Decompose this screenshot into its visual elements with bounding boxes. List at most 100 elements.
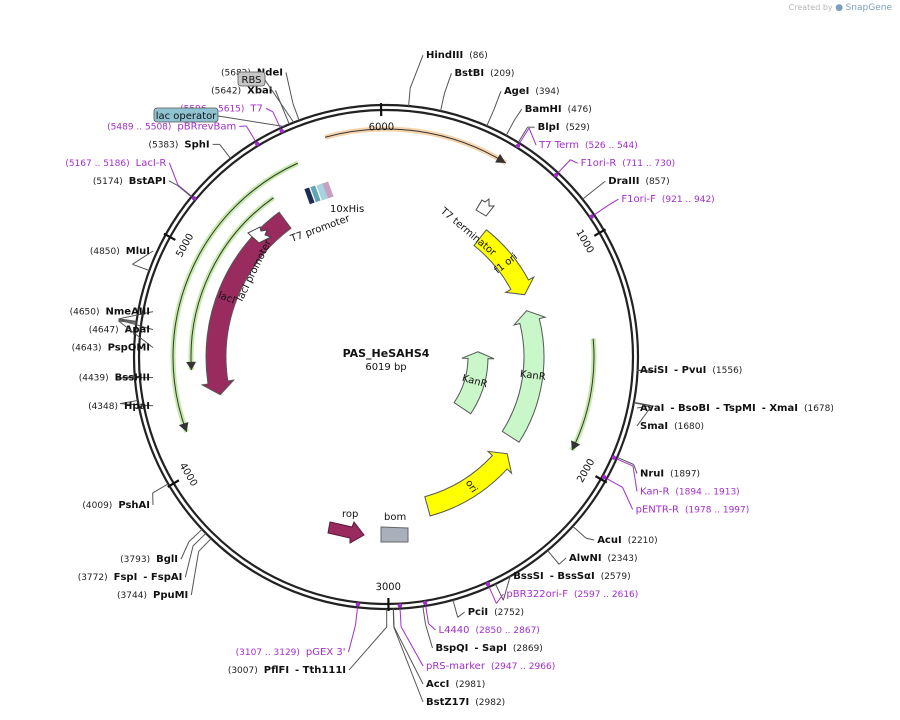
- restriction-site-label[interactable]: (4650)NmeAIII: [70, 307, 150, 318]
- site-leader: [486, 109, 495, 127]
- tick-label: 5000: [174, 232, 196, 260]
- restriction-site-label[interactable]: (5383)SphI: [148, 139, 209, 150]
- restriction-site-label[interactable]: (5682)NdeI: [221, 67, 283, 78]
- restriction-site-label[interactable]: BspQI- SapI(2869): [435, 643, 542, 654]
- site-position: (5682): [221, 68, 251, 78]
- primer-label[interactable]: L4440(2850 .. 2867): [439, 625, 540, 636]
- site-leader: [188, 528, 203, 542]
- restriction-site-label[interactable]: DraIII(857): [608, 176, 669, 187]
- restriction-site-label[interactable]: AcuI(2210): [597, 535, 657, 546]
- primer-label[interactable]: pENTR-R(1978 .. 1997): [636, 504, 750, 515]
- restriction-site-label[interactable]: AlwNI(2343): [569, 553, 637, 564]
- primer-leader: [425, 605, 430, 624]
- restriction-site-label[interactable]: BssSI- BssSαI(2579): [513, 571, 630, 582]
- site-leader: [422, 606, 426, 625]
- site-position: (3744): [117, 591, 147, 601]
- primer-label[interactable]: pBR322ori-F(2597 .. 2616): [506, 589, 638, 600]
- primer-label[interactable]: (3107 .. 3129)pGEX 3': [236, 647, 346, 658]
- restriction-site-label[interactable]: (3007)PflFI- Tth111I: [228, 665, 346, 676]
- site-leader: [132, 263, 150, 271]
- restriction-site-label[interactable]: AvaI- BsoBI- TspMI- XmaI(1678): [640, 403, 834, 414]
- restriction-site-label[interactable]: AgeI(394): [504, 86, 560, 97]
- primer-label[interactable]: T7 Term(526 .. 544): [538, 140, 638, 151]
- site-position: (3007): [228, 666, 258, 676]
- primer-name: pENTR-R: [636, 504, 679, 515]
- restriction-site-label[interactable]: (3793)BglI: [120, 554, 178, 565]
- primer-range: (2597 .. 2616): [574, 590, 638, 600]
- site-position: (209): [490, 69, 514, 79]
- enzyme-name: SmaI: [640, 421, 668, 432]
- tick-label: 6000: [369, 122, 395, 134]
- site-position: (1556): [712, 366, 742, 376]
- rop-label: rop: [342, 509, 358, 520]
- site-leader-ext: [184, 545, 194, 578]
- restriction-site-label[interactable]: (4647)ApaI: [89, 325, 150, 336]
- restriction-site-label[interactable]: PciI(2752): [468, 607, 524, 618]
- site-leader: [198, 538, 212, 552]
- restriction-site-label[interactable]: AccI(2981): [426, 679, 485, 690]
- primer-leader-ext: [168, 162, 179, 186]
- primer-site-marker: [485, 582, 491, 587]
- primer-leader: [606, 478, 623, 488]
- primer-range: (2947 .. 2966): [491, 662, 555, 672]
- restriction-site-label[interactable]: BlpI(529): [538, 122, 590, 133]
- restriction-site-label[interactable]: (3772)FspI- FspAI: [78, 572, 183, 583]
- restriction-site-label[interactable]: NruI(1897): [640, 468, 700, 479]
- primer-leader-ext: [495, 593, 504, 604]
- orf-arc-glow: [324, 126, 508, 166]
- site-leader-ext: [493, 91, 502, 110]
- site-leader: [495, 583, 504, 601]
- restriction-site-label[interactable]: (4348)HpaI: [88, 401, 150, 412]
- enzyme-name: - SapI: [474, 643, 506, 654]
- restriction-site-label[interactable]: (3744)PpuMI: [117, 590, 188, 601]
- primer-range: (2850 .. 2867): [476, 626, 540, 636]
- primer-leader-ext: [428, 623, 436, 631]
- tick-label: 3000: [376, 582, 402, 593]
- primer-leader: [616, 458, 634, 467]
- primer-range: (1894 .. 1913): [675, 487, 739, 497]
- orf-arc: [190, 197, 274, 371]
- restriction-site-label[interactable]: BstBI(209): [454, 68, 514, 79]
- restriction-site-label[interactable]: (4439)BssHII: [79, 373, 150, 384]
- primer-label[interactable]: (5167 .. 5186)LacI-R: [65, 158, 166, 169]
- site-position: (4348): [88, 402, 118, 412]
- orf-arcs-layer: [170, 126, 597, 452]
- primer-range: (921 .. 942): [662, 195, 715, 205]
- restriction-site-label[interactable]: (4643)PspOMI: [72, 343, 150, 354]
- restriction-site-label[interactable]: HindIII(86): [426, 50, 488, 61]
- primer-leader-ext: [622, 487, 634, 510]
- primer-range: (5489 .. 5508): [107, 122, 171, 132]
- site-leader-ext: [132, 250, 154, 265]
- site-leader-ext: [348, 626, 388, 671]
- restriction-site-label[interactable]: AsiSI- PvuI(1556): [640, 365, 742, 376]
- primer-leader: [177, 184, 193, 197]
- laci-promoter-arrow: [247, 226, 273, 244]
- enzyme-name: XbaI: [247, 85, 272, 96]
- restriction-site-label[interactable]: (4850)MluI: [90, 246, 150, 257]
- tick-label: 4000: [177, 461, 199, 488]
- primer-label[interactable]: pRS-marker(2947 .. 2966): [426, 661, 555, 672]
- restriction-site-label[interactable]: (4009)PshAI: [82, 500, 150, 511]
- restriction-site-label[interactable]: BamHI(476): [525, 104, 592, 115]
- boxed-label[interactable]: RBS: [242, 75, 262, 86]
- backbone-inner-strand: [137, 108, 635, 606]
- primer-label[interactable]: (5489 .. 5508)pBRrevBam: [107, 121, 236, 132]
- primer-label[interactable]: F1ori-R(711 .. 730): [581, 158, 676, 169]
- primer-label[interactable]: F1ori-F(921 .. 942): [621, 194, 714, 205]
- restriction-site-label[interactable]: (5642)XbaI: [211, 85, 272, 96]
- boxed-label-leader: [217, 115, 285, 128]
- enzyme-name: PshAI: [118, 500, 150, 511]
- primer-label[interactable]: Kan-R(1894 .. 1913): [640, 486, 740, 497]
- restriction-site-label[interactable]: BstZ17I(2982): [426, 697, 505, 708]
- primer-leader: [245, 125, 257, 142]
- boxed-label-bg: [237, 71, 266, 87]
- site-leader: [633, 402, 652, 407]
- boxed-label[interactable]: lac operator: [156, 111, 217, 122]
- restriction-site-label[interactable]: SmaI(1680): [640, 421, 704, 432]
- restriction-site-label[interactable]: (5174)BstAPI: [93, 176, 166, 187]
- site-leader: [292, 103, 300, 121]
- site-leader-ext: [636, 369, 656, 372]
- tick-label: 1000: [573, 228, 595, 256]
- site-leader-ext: [514, 108, 523, 120]
